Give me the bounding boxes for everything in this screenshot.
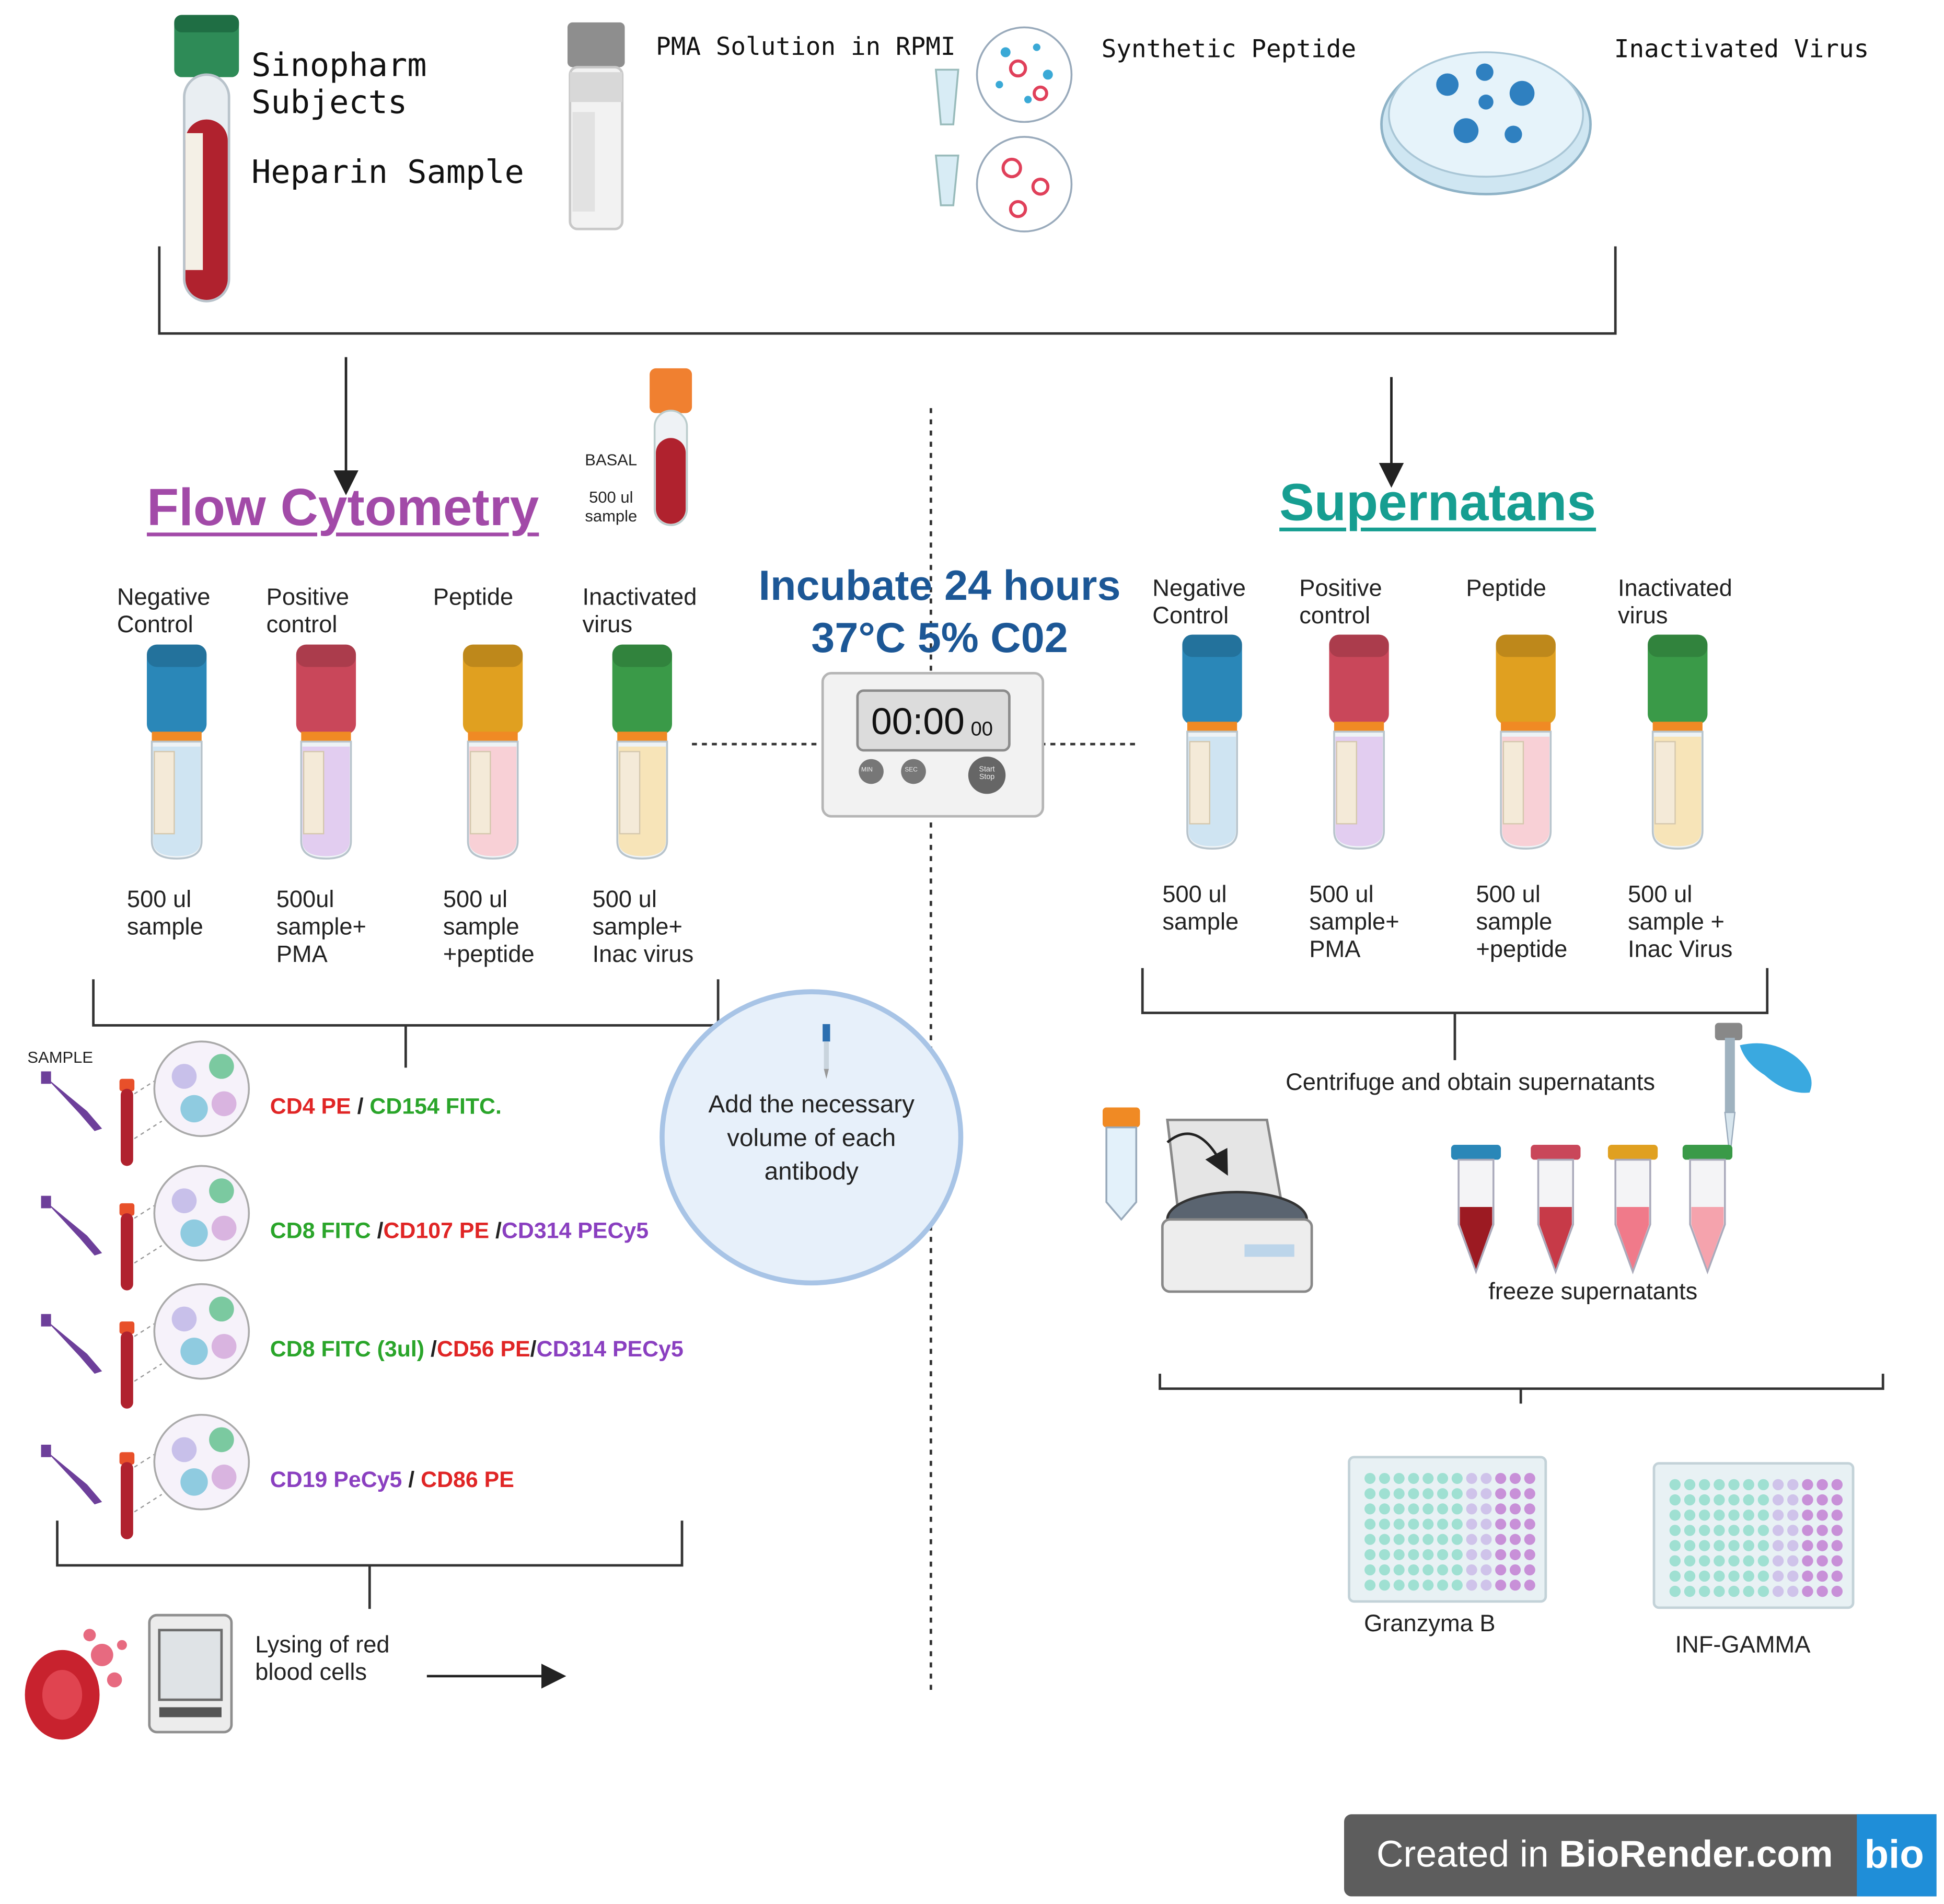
sample-label-1: Sinopharm <box>251 47 427 85</box>
antibody-bubble: Add the necessary volume of each antibod… <box>659 989 964 1286</box>
heparin-sample-label: Heparin Sample <box>251 154 524 192</box>
pipette-glove-icon <box>1715 1023 1812 1157</box>
stain-panel-text: CD8 FITC /CD107 PE /CD314 PECy5 <box>270 1218 649 1244</box>
timer-seconds: 00 <box>970 719 993 740</box>
supernatans-tube-heading: Peptide <box>1466 576 1546 602</box>
pipette-icon <box>823 1024 830 1079</box>
biorender-logo: bio <box>1857 1814 1937 1897</box>
falcon-tube-icon <box>1103 1107 1140 1221</box>
lysing-text-2: blood cells <box>255 1659 367 1686</box>
granzyme-label: Granzyma B <box>1364 1611 1496 1638</box>
elisa-plate-icon <box>1652 1462 1855 1609</box>
supernatant-tube-icon <box>1451 1144 1501 1275</box>
timer-start-stop-button[interactable]: Start Stop <box>968 756 1006 794</box>
stain-sample-icon <box>41 1413 250 1539</box>
virus-label: Inactivated Virus <box>1614 33 1869 64</box>
stain-sample-icon <box>41 1040 250 1166</box>
elisa-plate-icon <box>1348 1456 1547 1603</box>
flow-tube-icon <box>462 644 523 860</box>
created-in-text: Created in <box>1376 1834 1559 1875</box>
ifn-gamma-label: INF-GAMMA <box>1675 1632 1811 1659</box>
lysing-text-1: Lysing of red <box>255 1632 390 1659</box>
antibody-text-1: Add the necessary <box>708 1091 915 1119</box>
flow-tube-heading: Peptide <box>433 585 514 611</box>
supernatans-title: Supernatans <box>1279 472 1596 531</box>
sample-label: SAMPLE <box>27 1048 94 1066</box>
basal-sample: sample <box>585 506 638 525</box>
pma-bottle-icon <box>567 22 625 230</box>
supernatant-tube-icon <box>1607 1144 1658 1275</box>
biorender-badge[interactable]: Created in BioRender.com bio <box>1344 1814 1937 1897</box>
flow-tube-icon <box>612 644 673 860</box>
incubate-title: Incubate 24 hours <box>758 562 1121 610</box>
supernatant-tube-icon <box>1682 1144 1733 1275</box>
biorender-brand: BioRender.com <box>1559 1834 1833 1875</box>
flow-tube-icon <box>296 644 356 860</box>
stain-sample-icon <box>41 1165 250 1291</box>
centrifuge-text: Centrifuge and obtain supernatants <box>1286 1070 1655 1097</box>
stain-sample-icon <box>41 1283 250 1409</box>
antibody-text-2: volume of each <box>727 1124 896 1153</box>
stain-panel-text: CD4 PE / CD154 FITC. <box>270 1094 502 1119</box>
red-blood-cell-icon <box>25 1629 127 1740</box>
peptide-label: Synthetic Peptide <box>1101 33 1357 64</box>
centrifuge-icon <box>1161 1118 1313 1293</box>
freeze-text: freeze supernatants <box>1488 1279 1698 1306</box>
lysing-machine-icon <box>148 1613 233 1734</box>
supernatant-tube-icon <box>1531 1144 1581 1275</box>
basal-volume: 500 ul <box>589 487 633 507</box>
flow-tube-icon <box>147 644 207 860</box>
timer-min-button[interactable]: MIN <box>859 759 884 784</box>
basal-tube-icon <box>650 368 692 526</box>
antibody-text-3: antibody <box>764 1158 859 1186</box>
timer-sec-button[interactable]: SEC <box>901 759 926 784</box>
supernatans-tube-icon <box>1648 634 1708 850</box>
timer-time: 00:00 <box>871 702 965 743</box>
peptide-tubes-icon <box>934 26 1073 233</box>
stain-panel-text: CD19 PeCy5 / CD86 PE <box>270 1467 514 1492</box>
basal-label: BASAL <box>585 450 638 469</box>
petri-dish-icon <box>1380 51 1592 195</box>
sample-label-2: Subjects <box>251 84 408 122</box>
pma-label: PMA Solution in RPMI <box>656 31 956 61</box>
supernatans-tube-icon <box>1329 634 1389 850</box>
flow-cytometry-title: Flow Cytometry <box>147 478 539 537</box>
timer-device: 00:00 00 MIN SEC Start Stop <box>821 672 1045 818</box>
stain-panel-text: CD8 FITC (3ul) /CD56 PE/CD314 PECy5 <box>270 1336 684 1362</box>
timer-display: 00:00 00 <box>856 689 1011 752</box>
supernatans-tube-icon <box>1496 634 1556 850</box>
supernatans-tube-icon <box>1182 634 1242 850</box>
incubate-conditions: 37°C 5% C02 <box>811 614 1068 662</box>
heparin-tube-icon <box>174 15 239 303</box>
